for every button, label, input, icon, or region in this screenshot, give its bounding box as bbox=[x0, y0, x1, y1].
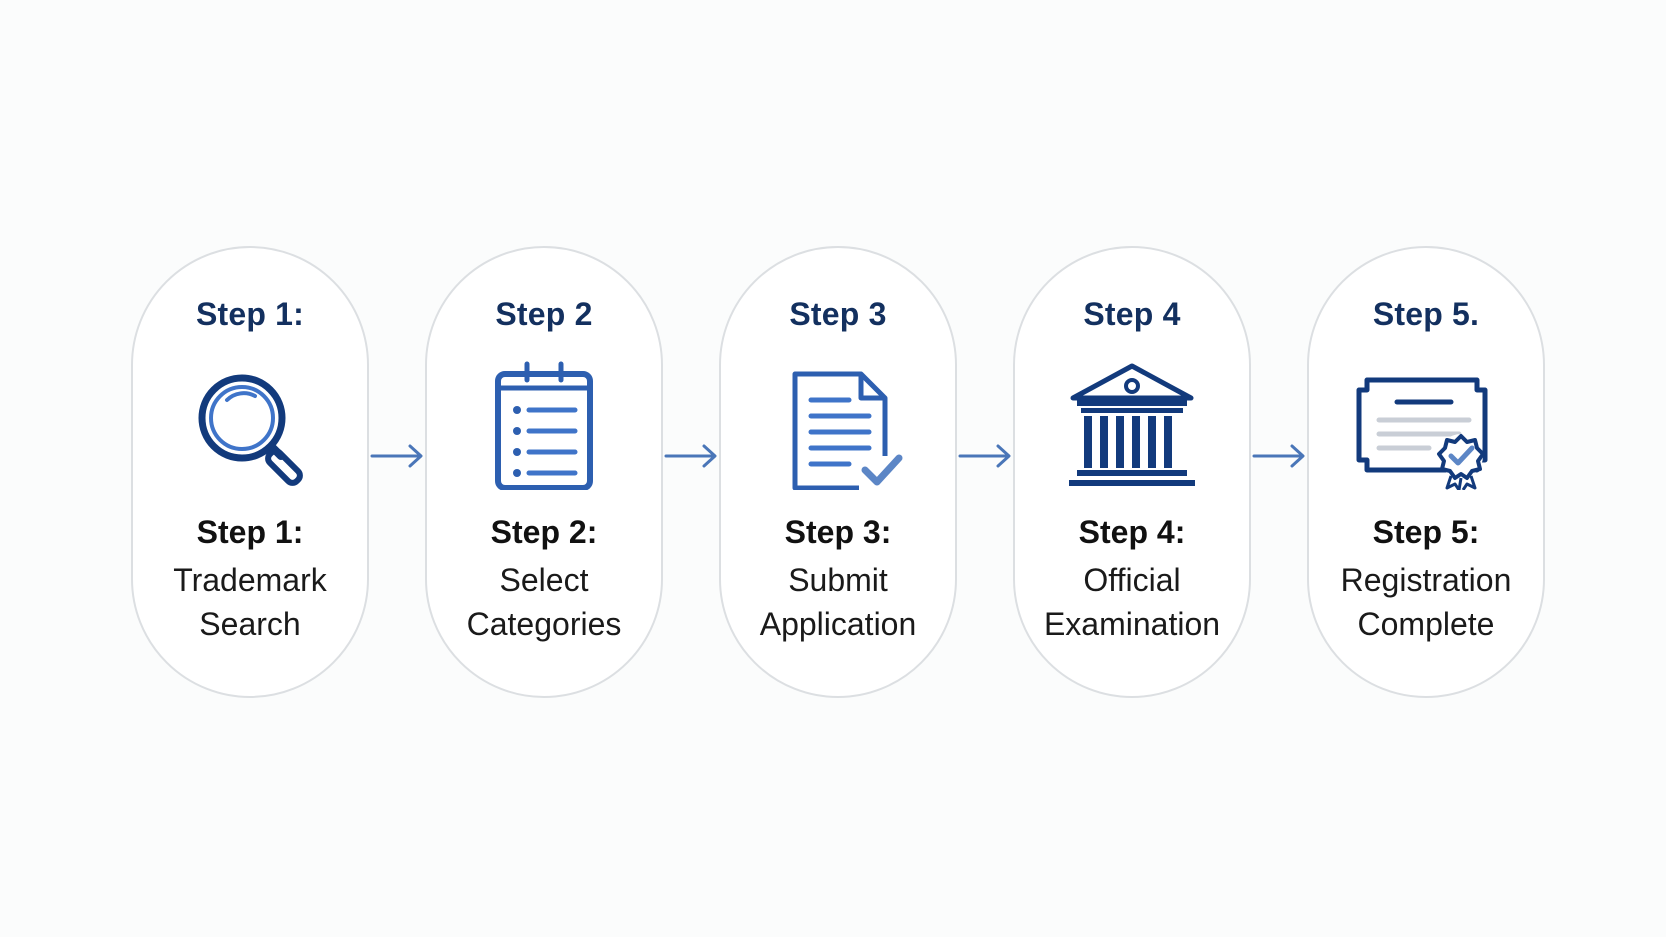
arrow-right-icon bbox=[1252, 442, 1308, 470]
step-description-line: Official bbox=[1083, 562, 1181, 598]
step-card-1: Step 1: Step 1: Trademark Search bbox=[131, 246, 369, 698]
step-description-line: Complete bbox=[1357, 606, 1495, 642]
step-description: Trademark Search bbox=[133, 558, 367, 646]
step-description-line: Categories bbox=[466, 606, 622, 642]
certificate-icon bbox=[1351, 360, 1501, 490]
document-check-icon bbox=[763, 360, 913, 490]
step-description-line: Application bbox=[759, 606, 917, 642]
checklist-icon bbox=[469, 360, 619, 490]
step-label: Step 1: bbox=[196, 514, 304, 550]
step-description-line: Search bbox=[199, 606, 301, 642]
step-card-4: Step 4 Step 4: Official Examination bbox=[1013, 246, 1251, 698]
step-label: Step 5: bbox=[1372, 514, 1480, 550]
arrow-right-icon bbox=[664, 442, 720, 470]
step-description: Official Examination bbox=[1015, 558, 1249, 646]
step-card-5: Step 5. Step 5: Registration Complete bbox=[1307, 246, 1545, 698]
step-card-2: Step 2 Step 2: Select Categories bbox=[425, 246, 663, 698]
step-heading: Step 1: bbox=[195, 296, 305, 332]
step-card-3: Step 3 Step 3: Submit Application bbox=[719, 246, 957, 698]
magnifying-glass-icon bbox=[175, 360, 325, 490]
step-description: Submit Application bbox=[721, 558, 955, 646]
step-heading: Step 2 bbox=[495, 296, 593, 332]
government-building-icon bbox=[1057, 360, 1207, 490]
step-description-line: Submit bbox=[788, 562, 888, 598]
step-description-line: Registration bbox=[1340, 562, 1512, 598]
step-label: Step 4: bbox=[1078, 514, 1186, 550]
step-label: Step 2: bbox=[490, 514, 598, 550]
step-heading: Step 5. bbox=[1372, 296, 1480, 332]
step-description: Registration Complete bbox=[1309, 558, 1543, 646]
step-description-line: Select bbox=[499, 562, 589, 598]
step-description-line: Trademark bbox=[173, 562, 327, 598]
step-heading: Step 3 bbox=[789, 296, 887, 332]
step-label: Step 3: bbox=[784, 514, 892, 550]
step-heading: Step 4 bbox=[1083, 296, 1181, 332]
step-description: Select Categories bbox=[427, 558, 661, 646]
step-description-line: Examination bbox=[1043, 606, 1221, 642]
arrow-right-icon bbox=[958, 442, 1014, 470]
arrow-right-icon bbox=[370, 442, 426, 470]
